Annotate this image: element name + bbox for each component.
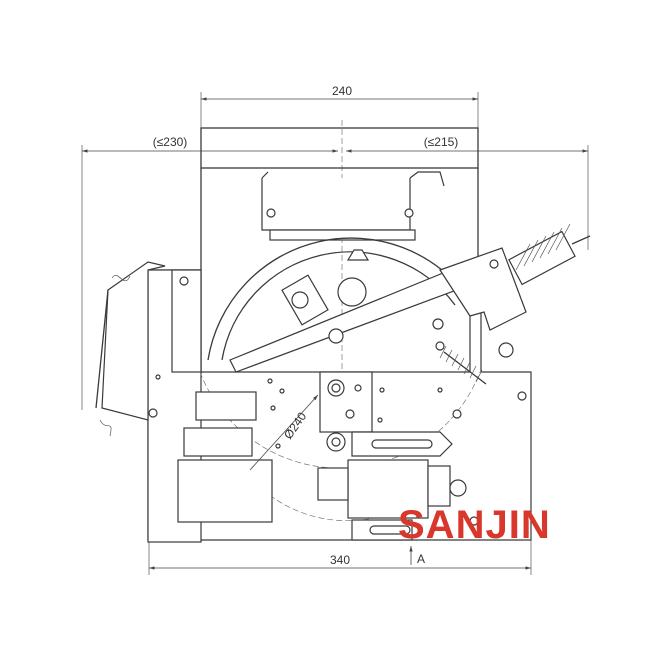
motor-block <box>317 459 467 519</box>
sanjin-logo: SANJIN <box>398 503 551 547</box>
top-housing <box>200 127 479 270</box>
dimension-label-left-clearance: (≤230) <box>153 135 188 149</box>
dimension-bottom-340: 340 <box>148 540 532 575</box>
dimension-label-right-clearance: (≤215) <box>424 135 459 149</box>
inner-mechanism <box>229 249 479 373</box>
actuator-arm <box>439 223 591 358</box>
plate-cutouts <box>177 391 273 523</box>
dimension-clearances: (≤230) (≤215) <box>81 135 589 410</box>
logo-text: SANJIN <box>398 503 551 547</box>
bolt-markers <box>148 276 527 526</box>
dimension-top-240: 240 <box>200 84 479 135</box>
coil-spring <box>508 223 591 286</box>
slot-plate-lower <box>351 519 413 541</box>
slot-plate-upper <box>351 431 453 457</box>
left-angled-bracket <box>95 261 166 437</box>
view-marker-a: A <box>409 546 425 566</box>
view-marker-label: A <box>417 552 425 566</box>
upper-bracket <box>261 171 445 241</box>
dimension-label-340: 340 <box>330 553 350 567</box>
center-block <box>319 371 373 452</box>
tension-spring <box>435 341 487 385</box>
dimension-label-240: 240 <box>332 84 352 98</box>
